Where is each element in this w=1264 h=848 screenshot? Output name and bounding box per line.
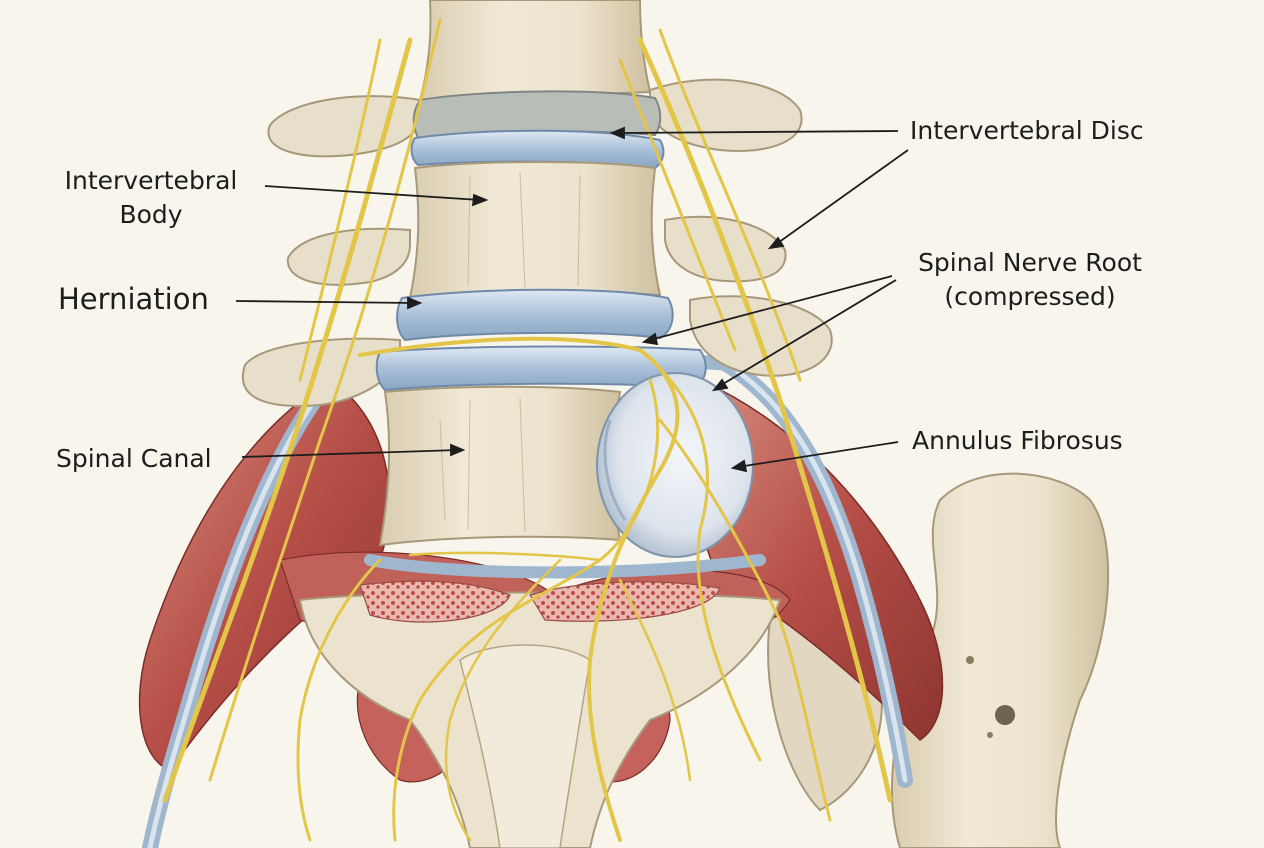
label-intervertebral-body: Intervertebral Body [56,164,246,232]
label-annulus-fibrosus: Annulus Fibrosus [912,424,1123,458]
vertebral-column [375,0,707,547]
label-herniation-text: Herniation [58,282,209,316]
label-intervertebral-disc: Intervertebral Disc [910,114,1144,148]
label-spinal-nerve-root-line1: Spinal Nerve Root [918,248,1142,277]
leader-lines [235,126,909,473]
sacrum-bone [298,580,782,848]
spinal-nerves [162,18,893,842]
label-intervertebral-disc-text: Intervertebral Disc [910,116,1144,145]
leader-nerve-root-a [649,275,893,341]
leader-annulus-fibrosus [737,441,899,468]
leader-spinal-canal [241,449,459,458]
leader-disc-lower [774,149,909,246]
leader-intervertebral-disc [614,130,899,134]
label-spinal-nerve-root: Spinal Nerve Root (compressed) [905,246,1155,314]
leader-nerve-root-b [717,279,897,388]
label-spinal-canal: Spinal Canal [56,442,212,476]
label-spinal-canal-text: Spinal Canal [56,444,212,473]
label-intervertebral-body-line2: Body [119,200,183,229]
label-annulus-fibrosus-text: Annulus Fibrosus [912,426,1123,455]
label-intervertebral-body-line1: Intervertebral [64,166,238,195]
leader-intervertebral-body [264,185,481,201]
label-herniation: Herniation [58,282,209,316]
leader-herniation [235,300,416,304]
label-spinal-nerve-root-line2: (compressed) [944,282,1116,311]
